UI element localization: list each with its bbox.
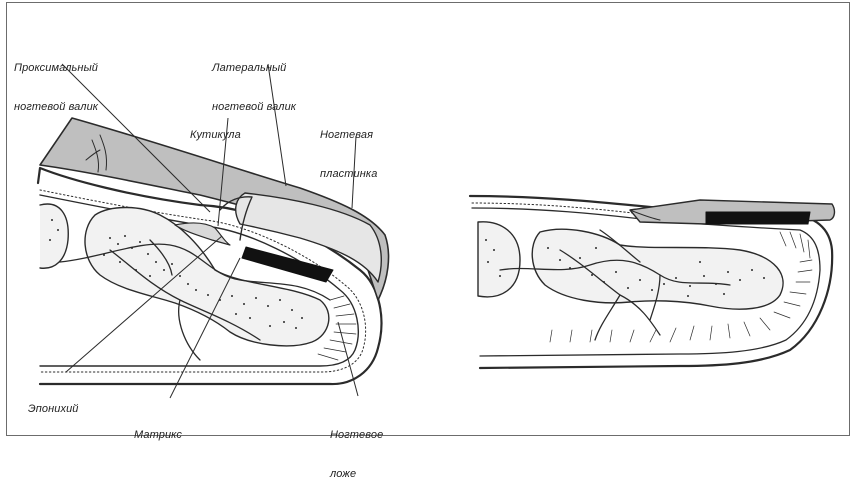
- label-lateral-fold-line1: Латеральный: [212, 62, 296, 75]
- label-nail-plate-line2: пластинка: [320, 168, 377, 181]
- label-nail-bed-line1: Ногтевое: [330, 429, 383, 442]
- label-eponychium-line1: Эпонихий: [28, 403, 79, 416]
- label-nail-bed: Ногтевое ложе: [330, 403, 383, 494]
- nail-anatomy-diagram: [0, 0, 854, 439]
- label-nail-bed-line2: ложе: [330, 468, 383, 481]
- label-matrix-line1: Матрикс: [134, 429, 182, 442]
- label-matrix: Матрикс: [134, 403, 182, 455]
- label-proximal-fold-line1: Проксимальный: [14, 62, 98, 75]
- label-eponychium: Эпонихий: [28, 377, 79, 429]
- label-proximal-fold-line2: ногтевой валик: [14, 101, 98, 114]
- label-proximal-fold: Проксимальный ногтевой валик: [14, 36, 98, 127]
- label-nail-plate-line1: Ногтевая: [320, 129, 377, 142]
- label-cuticle: Кутикула: [190, 103, 241, 155]
- label-cuticle-line1: Кутикула: [190, 129, 241, 142]
- right-finger: [470, 196, 834, 368]
- label-nail-plate: Ногтевая пластинка: [320, 103, 377, 194]
- right-lunula: [706, 212, 810, 224]
